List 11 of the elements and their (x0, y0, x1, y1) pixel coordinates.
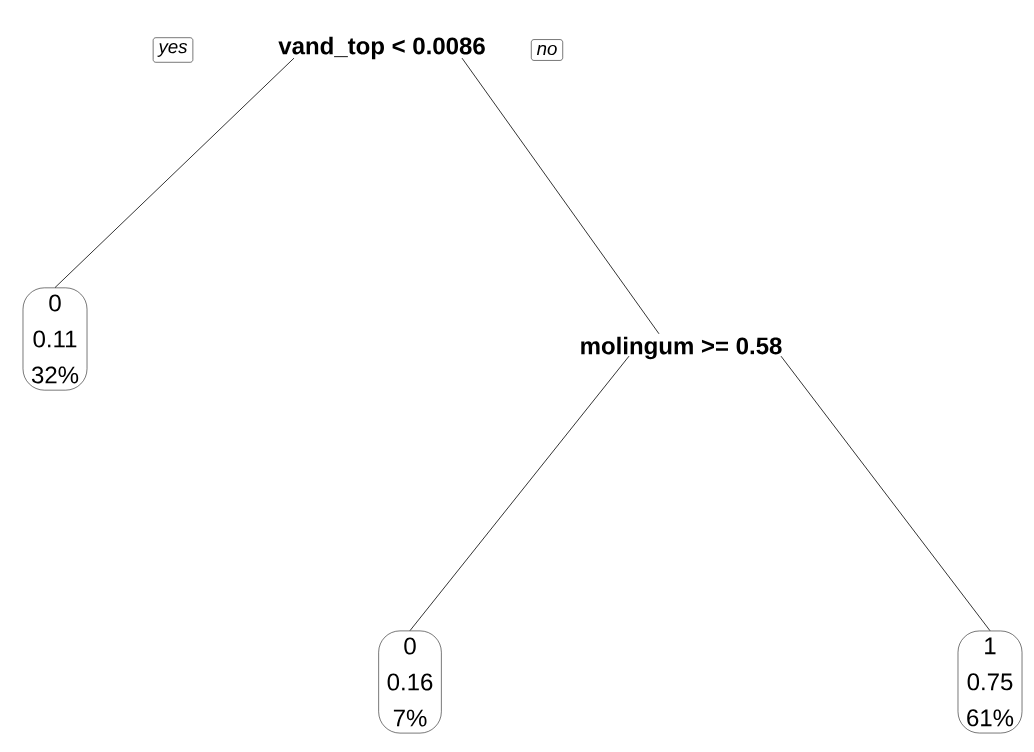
edge-line (54, 57, 295, 288)
split-label: molingum >= 0.58 (576, 334, 786, 362)
split-label: vand_top < 0.0086 (275, 34, 489, 62)
leaf-box: 0 0.11 32% (22, 287, 88, 391)
edge-line (409, 355, 630, 631)
leaf-box: 0 0.16 7% (378, 630, 442, 734)
edge-line (461, 57, 660, 335)
edge-label: yes (152, 37, 194, 63)
edge-line (780, 355, 991, 632)
edge-label: no (531, 39, 563, 61)
leaf-box: 1 0.75 61% (957, 630, 1023, 734)
